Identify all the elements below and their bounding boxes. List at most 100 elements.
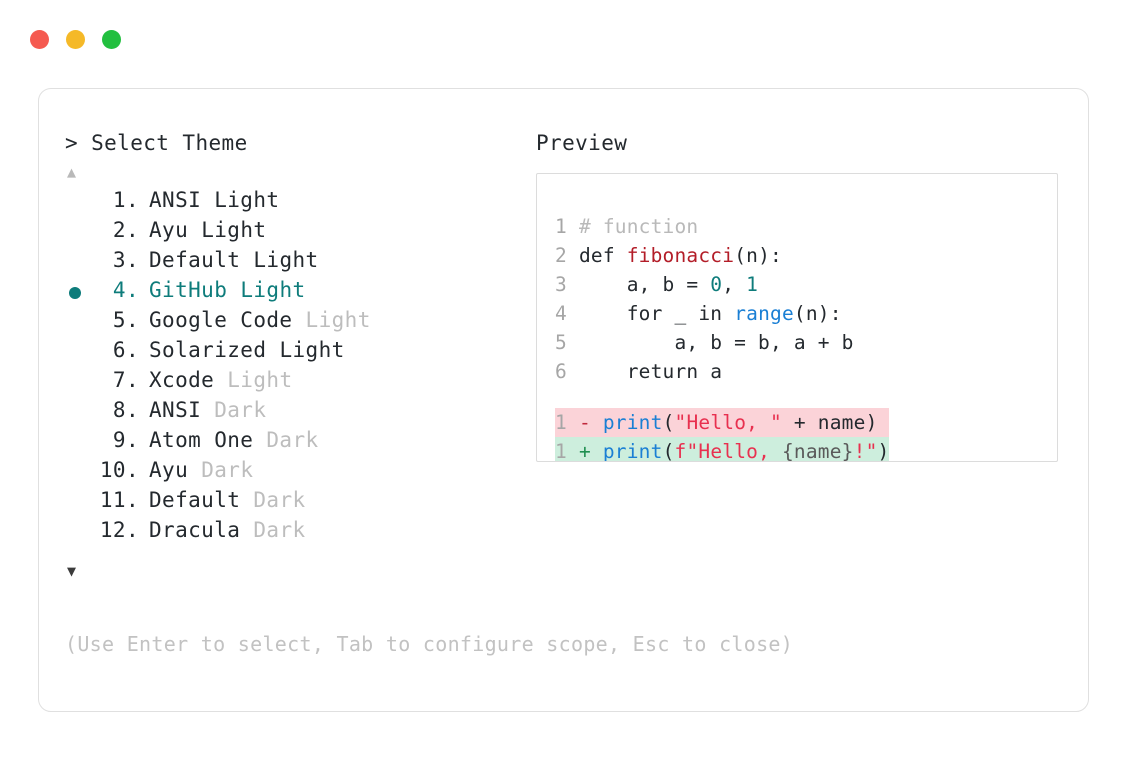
theme-list-item[interactable]: 4.GitHub Light [65,278,525,308]
code-token: print [602,411,663,434]
theme-variant: Light [305,308,371,333]
code-token: f"Hello, [674,440,782,462]
code-token: , [722,273,747,296]
theme-variant: Dark [266,428,319,453]
code-token: ( [662,440,675,462]
theme-index: 7. [112,368,139,393]
selection-indicator [65,308,97,338]
theme-name: Dracula [149,518,254,543]
theme-name: Ayu [149,458,202,483]
theme-index: 5. [112,308,139,333]
scroll-up-icon[interactable]: ▲ [67,163,77,182]
code-token: (n): [734,244,782,267]
theme-variant: Light [214,188,280,213]
theme-index: 12. [99,518,139,543]
selection-indicator [65,518,97,548]
theme-variant: Dark [201,458,254,483]
code-token: 0 [710,273,723,296]
theme-name: Ayu [149,218,202,243]
diff-sign: + [578,440,591,462]
minimize-button[interactable] [66,30,85,49]
theme-index: 2. [112,218,139,243]
diff-line-remove: 1 - print("Hello, " + name) [555,408,890,437]
theme-index: 1. [112,188,139,213]
theme-index: 11. [99,488,139,513]
code-token: + name) [781,411,878,434]
prompt-marker: > [65,131,79,155]
line-number: 5 [555,331,567,354]
window-traffic-lights [30,30,121,49]
theme-name: GitHub [149,278,241,303]
theme-list-item[interactable]: 3. Default Light [65,248,525,278]
diff-line-add: 1 + print(f"Hello, {name}!") [555,437,890,462]
theme-list-item[interactable]: 6. Solarized Light [65,338,525,368]
theme-name: Solarized [149,338,280,363]
theme-variant: Light [253,248,319,273]
line-number: 1 [555,411,567,434]
theme-list-item[interactable]: 7.Xcode Light [65,368,525,398]
scroll-down-icon[interactable]: ▼ [67,562,77,581]
code-line: 2 def fibonacci(n): [555,241,889,270]
theme-list-item[interactable]: 2. Ayu Light [65,218,525,248]
code-token: 1 [746,273,759,296]
theme-name: Atom One [149,428,267,453]
theme-list-item[interactable]: 8.ANSI Dark [65,398,525,428]
code-line: 5 a, b = b, a + b [555,328,889,357]
code-token: ) [877,440,890,462]
theme-list-item[interactable]: 11.Default Dark [65,488,525,518]
preview-label: Preview [536,131,628,155]
theme-variant: Light [279,338,345,363]
selected-bullet-icon [69,287,81,300]
code-token: !" [853,440,878,462]
line-number: 1 [555,215,567,238]
theme-index: 3. [112,248,139,273]
theme-variant: Dark [253,518,306,543]
code-token: "Hello, " [674,411,782,434]
theme-name: Default [149,248,254,273]
theme-index: 8. [112,398,139,423]
code-token: fibonacci [626,244,735,267]
code-token: {name} [781,440,854,462]
line-number: 6 [555,360,567,383]
close-button[interactable] [30,30,49,49]
code-token: # function [578,215,699,238]
code-line: 3 a, b = 0, 1 [555,270,889,299]
theme-index: 4. [112,278,139,303]
code-token: def [578,244,627,267]
line-number: 4 [555,302,567,325]
selection-indicator [65,398,97,428]
code-token: return a [578,360,723,383]
code-token: (n): [793,302,842,325]
selection-indicator [65,368,97,398]
selection-indicator [65,218,97,248]
theme-variant: Light [227,368,293,393]
line-number: 2 [555,244,567,267]
theme-list-item[interactable]: 10. Ayu Dark [65,458,525,488]
line-number: 3 [555,273,567,296]
selection-indicator [65,488,97,518]
theme-list-item[interactable]: 1.ANSI Light [65,188,525,218]
theme-variant: Dark [253,488,306,513]
theme-list-item[interactable]: 12. Dracula Dark [65,518,525,548]
maximize-button[interactable] [102,30,121,49]
selection-indicator [65,458,97,488]
code-token: ( [662,411,675,434]
theme-name: ANSI [149,398,215,423]
theme-index: 6. [112,338,139,363]
theme-list-item[interactable]: 5.Google Code Light [65,308,525,338]
theme-index: 10. [99,458,139,483]
code-token: range [734,302,794,325]
code-token: print [602,440,663,462]
theme-list-item[interactable]: 9.Atom One Dark [65,428,525,458]
theme-variant: Light [201,218,267,243]
diff-sign: - [578,411,591,434]
selection-indicator [65,428,97,458]
code-token: a, b = [578,273,711,296]
